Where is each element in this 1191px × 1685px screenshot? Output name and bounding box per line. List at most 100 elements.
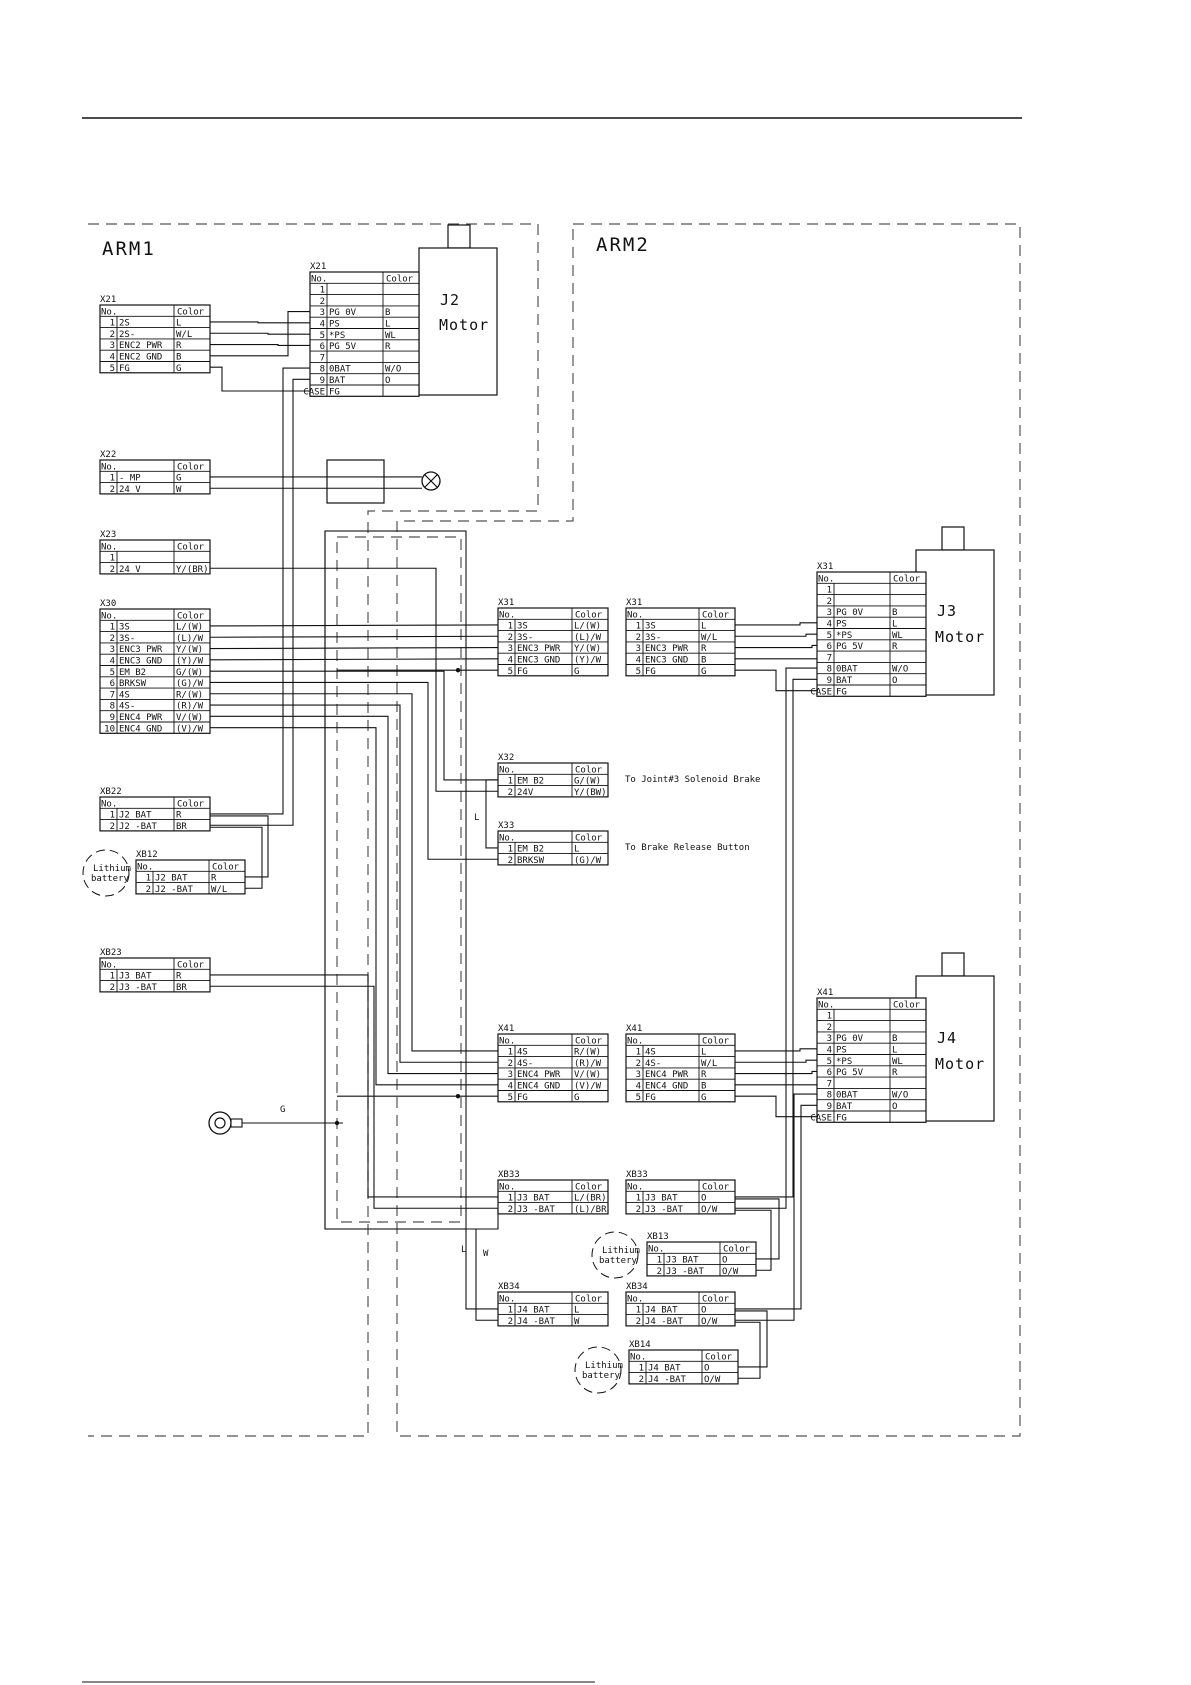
pin-number: 9	[320, 376, 325, 386]
pin-number: 4	[636, 1082, 641, 1092]
pin-signal: J4 BAT	[648, 1364, 681, 1374]
pin-color: WL	[892, 1057, 903, 1067]
pin-color: L/(W)	[176, 623, 203, 633]
pin-number: 2	[508, 1205, 513, 1215]
pin-signal: EM B2	[517, 777, 544, 787]
pin-color: (Y)/W	[176, 657, 204, 667]
x30-x31-wire	[209, 635, 499, 638]
x31-motor-wire	[735, 644, 817, 649]
pin-signal: BAT	[836, 1102, 853, 1112]
j4-motor-sublabel: Motor	[935, 1055, 985, 1073]
j4-motor: J4 Motor	[915, 952, 995, 1122]
connector-title: X41	[498, 1024, 514, 1034]
pin-color: R	[211, 874, 217, 884]
no-header: No.	[101, 611, 117, 621]
pin-signal: 24 V	[119, 485, 141, 495]
pin-signal: ENC2 GND	[119, 353, 162, 363]
arm2-frame	[396, 223, 1021, 1437]
pin-color: (G)/W	[574, 856, 602, 866]
pin-signal: EM B2	[119, 668, 146, 678]
connector-title: XB34	[498, 1282, 520, 1292]
pin-color: L	[176, 319, 181, 329]
pin-color: O	[701, 1306, 706, 1316]
connector-title: XB14	[629, 1340, 651, 1350]
connector-title: X41	[626, 1024, 642, 1034]
color-header: Color	[177, 799, 205, 809]
pin-number: 4	[110, 353, 115, 363]
pin-signal: PG 0V	[836, 1034, 864, 1044]
color-header: Color	[575, 765, 603, 775]
color-header: Color	[575, 833, 603, 843]
pin-number: 4	[827, 1046, 832, 1056]
pin-color: V/(W)	[176, 713, 203, 723]
connector-frame	[816, 571, 927, 697]
pin-color: (R)/W	[176, 702, 204, 712]
color-header: Color	[723, 1244, 751, 1254]
xb13-wire	[735, 1209, 772, 1271]
pin-signal: ENC4 PWR	[517, 1070, 561, 1080]
pin-number: 4	[110, 657, 115, 667]
pin-signal: J4 -BAT	[648, 1375, 687, 1385]
no-header: No.	[499, 1182, 515, 1192]
pin-number: 2	[636, 1205, 641, 1215]
connector-frame	[625, 1179, 736, 1215]
pin-color: R	[892, 642, 898, 652]
connector-frame	[99, 539, 211, 575]
x30-x31-wire	[209, 658, 499, 661]
pin-color: L	[701, 1048, 706, 1058]
no-header: No.	[101, 960, 117, 970]
bottom-wire-letter-w: W	[483, 1249, 489, 1259]
pin-signal: EM B2	[517, 845, 544, 855]
pin-number: 2	[827, 597, 832, 607]
pin-number: 2	[827, 1023, 832, 1033]
pin-number: 2	[636, 1059, 641, 1069]
x23-wire	[210, 567, 498, 792]
pin-number: 2	[110, 983, 115, 993]
pin-signal: FG	[119, 364, 130, 374]
x33-em-wire	[485, 779, 498, 849]
pin-number: 3	[110, 645, 115, 655]
connector-title: XB12	[136, 850, 158, 860]
pin-number: 6	[110, 679, 115, 689]
pin-signal: 24V	[517, 788, 534, 798]
pin-color: (V)/W	[574, 1082, 602, 1092]
xb13-wire	[735, 1198, 780, 1260]
color-header: Color	[702, 1182, 730, 1192]
pin-signal: FG	[836, 1113, 847, 1123]
pin-color: L/(BR)	[574, 1194, 607, 1204]
pin-signal: J2 -BAT	[119, 822, 158, 832]
connector-frame	[497, 830, 609, 866]
pin-color: R/(W)	[574, 1048, 601, 1058]
pin-color: R/(W)	[176, 690, 203, 700]
arm1-label: ARM1	[102, 238, 156, 260]
pin-number: 2	[110, 330, 115, 340]
pin-number: 1	[110, 474, 115, 484]
pin-number: 1	[636, 1306, 641, 1316]
color-header: Color	[212, 862, 240, 872]
arm1-frame	[88, 223, 539, 1437]
no-header: No.	[627, 1036, 643, 1046]
no-header: No.	[499, 1036, 515, 1046]
pin-number: 5	[636, 667, 641, 677]
lamp-icon	[421, 471, 441, 491]
pin-color: L/(W)	[574, 622, 601, 632]
pin-number: 2	[110, 634, 115, 644]
pin-color: G/(W)	[574, 777, 601, 787]
connector-frame	[99, 608, 211, 734]
j4-bat-l-wire	[465, 1229, 498, 1310]
connector-title: XB34	[626, 1282, 648, 1292]
arm2-label: ARM2	[596, 234, 650, 256]
pin-number: 9	[827, 676, 832, 686]
junction-dot	[455, 667, 461, 673]
j4-bat-line	[735, 1104, 817, 1310]
pin-number: 10	[104, 724, 115, 734]
color-header: Color	[893, 1000, 921, 1010]
harness-wire	[324, 531, 499, 1230]
cable-runs	[209, 285, 891, 1379]
pin-color: R	[892, 1068, 898, 1078]
j3-motor-sublabel: Motor	[935, 628, 985, 646]
